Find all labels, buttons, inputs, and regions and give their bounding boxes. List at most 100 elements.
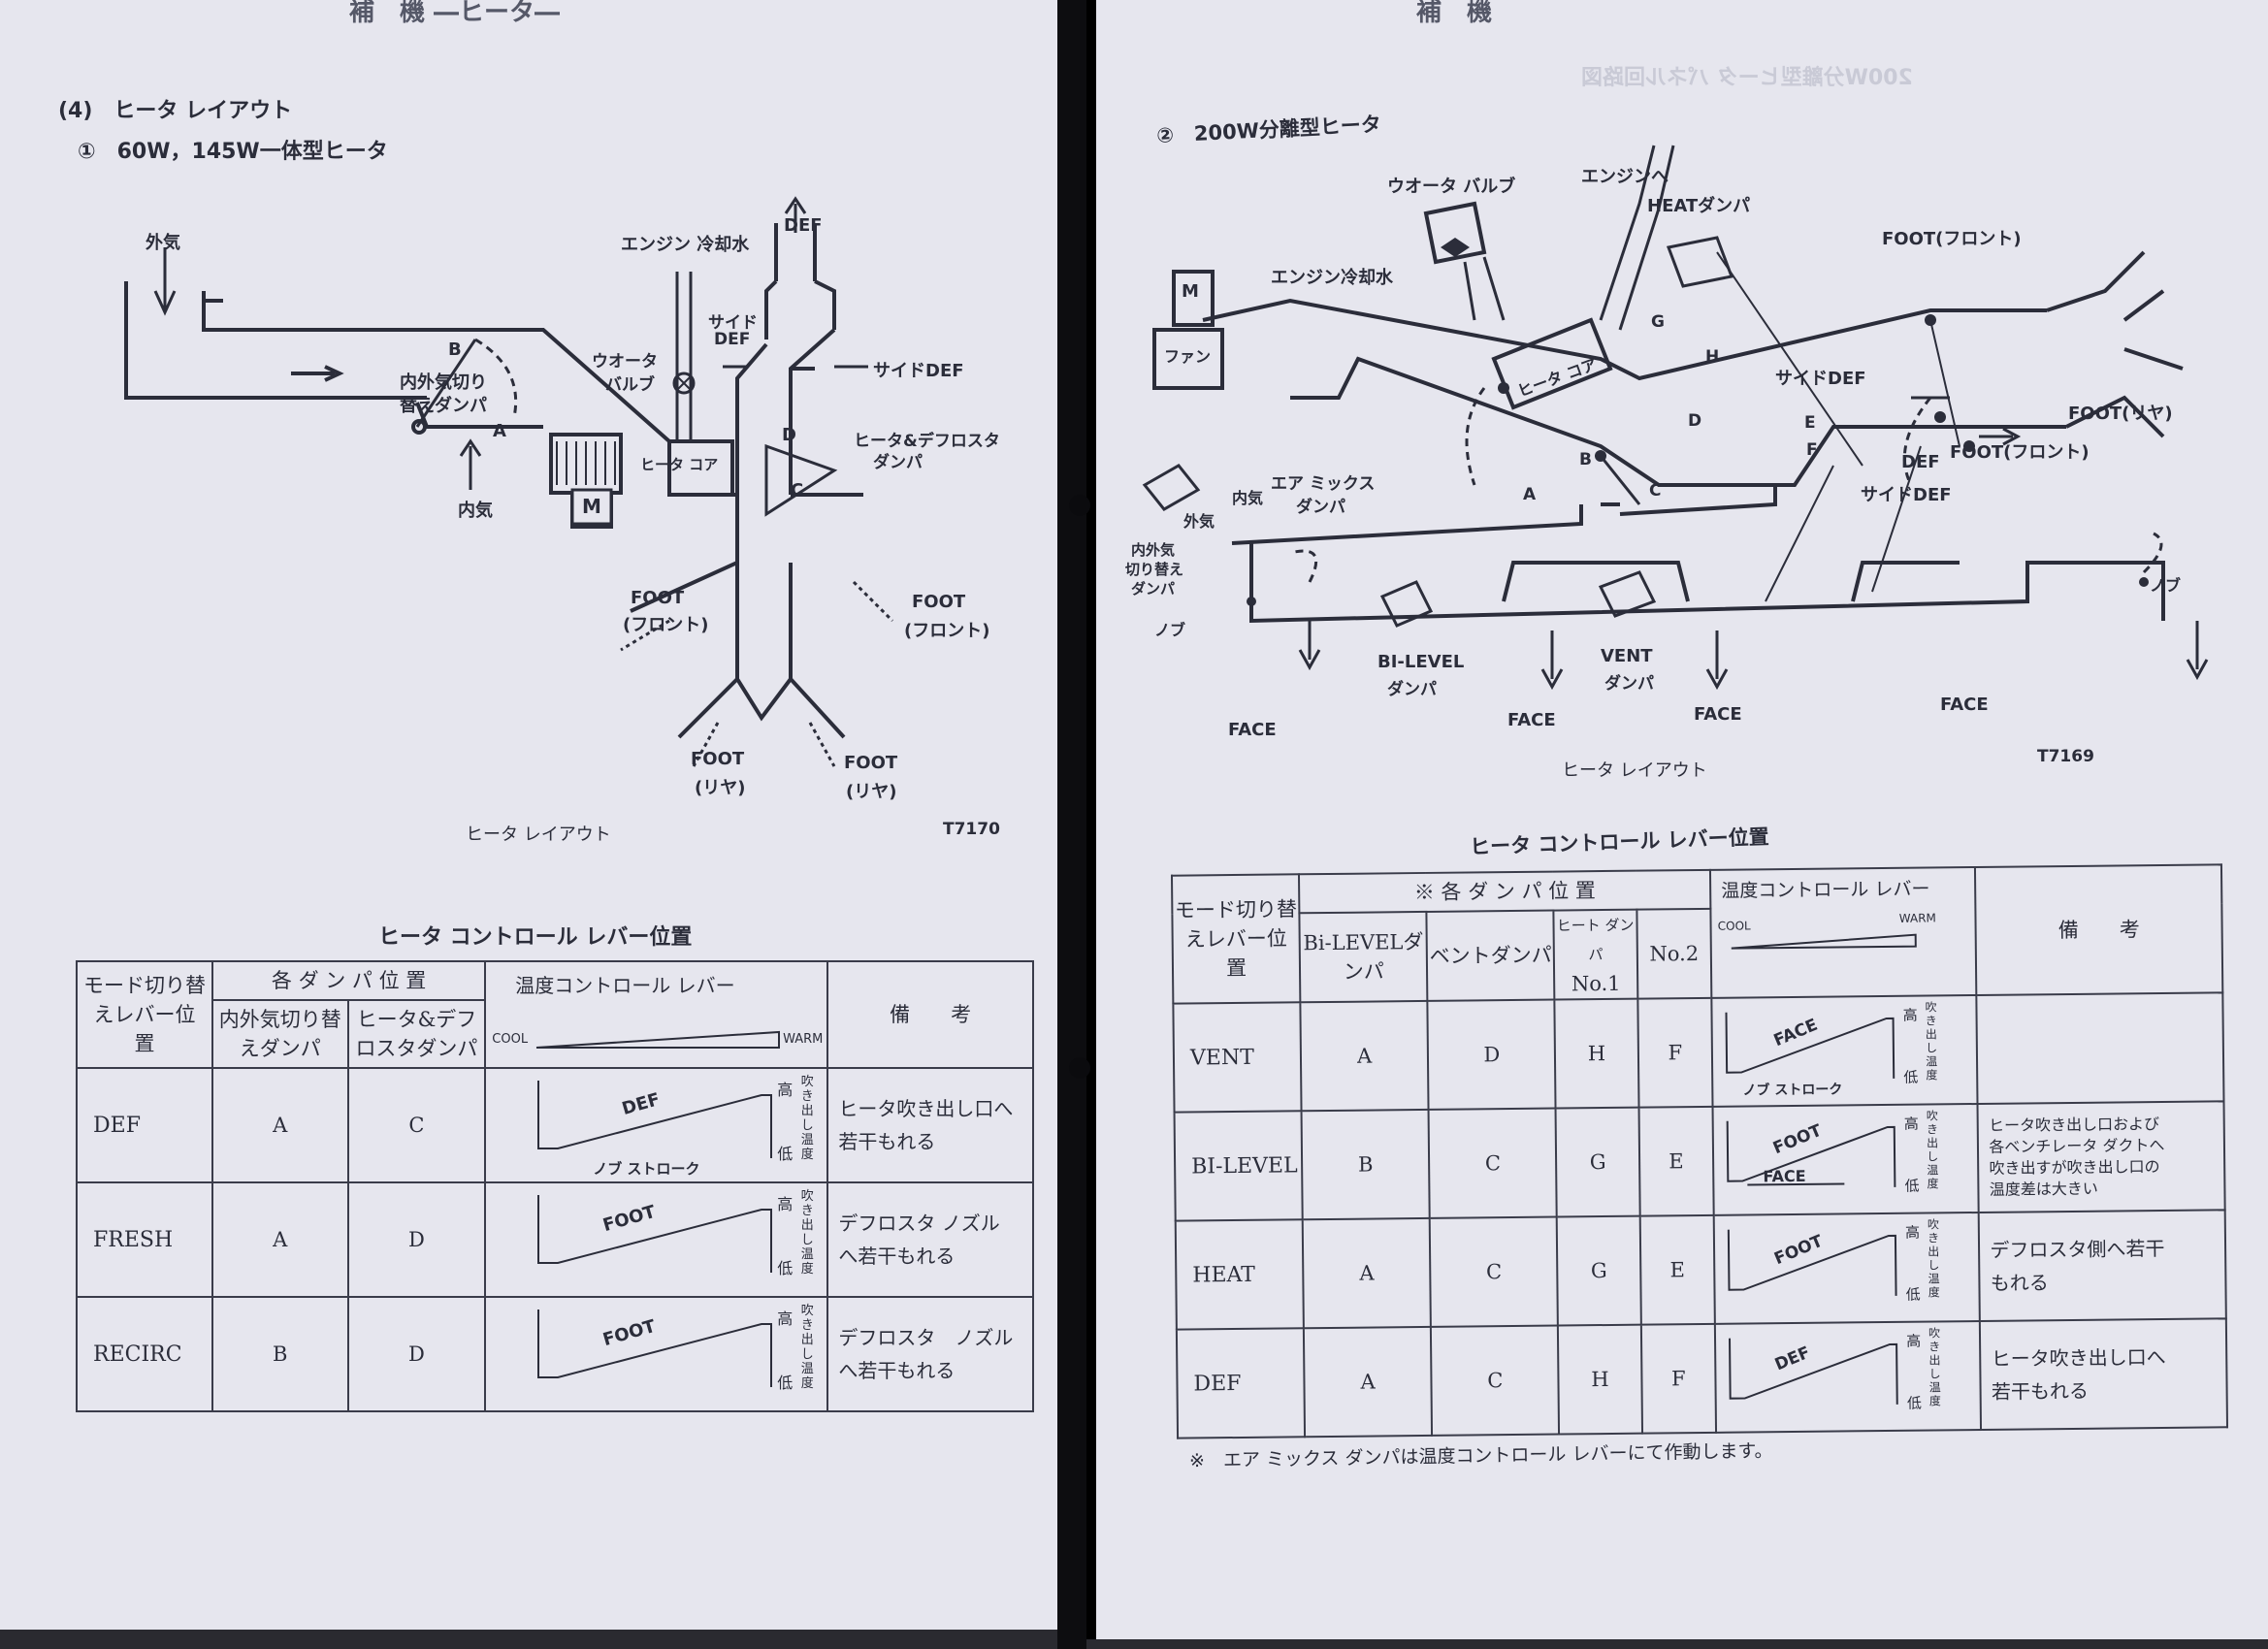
left-row-axis-high: 高 <box>777 1081 794 1099</box>
left-row-axis-label: 吹き出し温度 <box>800 1189 814 1277</box>
label-side-def-right-2: サイドDEF <box>1861 485 1952 505</box>
label-vent-damper-2: ダンパ <box>1604 674 1654 694</box>
label-side-def-1: サイド <box>708 313 758 333</box>
right-diagram-caption: ヒータ レイアウト <box>1562 760 1707 781</box>
label-pt-g-right: G <box>1651 312 1665 332</box>
table-row: DEF A C DEF ノブ ストローク 高 低 吹き出し温度 ヒータ吹き出し口… <box>76 1067 1034 1183</box>
right-row-no2: F <box>1640 1323 1717 1434</box>
right-row-mode: VENT <box>1173 1002 1302 1113</box>
left-row-note: デフロスタ ノズルへ若干もれる <box>826 1296 1034 1412</box>
note-line: 若干もれる <box>1991 1378 2090 1404</box>
right-row-axis-high: 高 <box>1904 1223 1921 1242</box>
label-point-c-left: C <box>791 480 804 501</box>
right-th-remarks: 備 考 <box>1975 864 2223 995</box>
label-motor-left: M <box>582 495 601 518</box>
label-foot-front-right-2: (フロント) <box>904 621 990 641</box>
label-foot-front-right-1: FOOT <box>912 592 966 612</box>
note-line: ヒータ吹き出し口および <box>1989 1115 2160 1135</box>
left-row-axis-low: 低 <box>777 1145 794 1163</box>
label-knob-right: ノブ <box>2150 576 2182 595</box>
left-heater-layout-diagram <box>124 196 894 767</box>
left-row-curve <box>537 1081 773 1158</box>
right-row-curve-cell: FOOT 高 低 吹き出し温度 <box>1713 1212 1981 1324</box>
left-row-stroke-label: ノブ ストローク <box>593 1160 700 1178</box>
note-line: へ若干もれる <box>838 1359 956 1382</box>
label-water-valve-2: バルブ <box>605 375 655 395</box>
right-row-axis-label: 吹き出し温度 <box>1926 1109 1939 1191</box>
label-pt-h-right: H <box>1705 347 1720 367</box>
right-row-note: デフロスタ側へ若干もれる <box>1979 1210 2226 1321</box>
left-diagram-caption: ヒータ レイアウト <box>466 824 611 845</box>
left-row-axis-high: 高 <box>777 1195 794 1213</box>
right-row-no2: E <box>1638 1106 1714 1216</box>
note-line: 吹き出すが吹き出し口の <box>1989 1157 2160 1178</box>
left-th-remarks: 備 考 <box>826 960 1034 1069</box>
note-line: 温度差は大きい <box>1989 1179 2098 1199</box>
label-air-mix-2: ダンパ <box>1296 498 1345 517</box>
right-row-axis-high: 高 <box>1903 1115 1919 1133</box>
label-def-top: DEF <box>784 215 823 236</box>
label-pt-e-right: E <box>1804 413 1816 433</box>
label-bilevel-damper-1: BI-LEVEL <box>1377 652 1465 672</box>
right-row-no2: E <box>1639 1214 1716 1325</box>
left-row-d1: A <box>211 1181 349 1298</box>
right-table-title: ヒータ コントロール レバー位置 <box>1469 824 1769 859</box>
right-row-bl: A <box>1300 1000 1429 1112</box>
label-point-d-left: D <box>782 425 796 445</box>
right-th-damper-group: ※ 各 ダ ン パ 位 置 <box>1299 869 1711 914</box>
label-switch-damper-2: 切り替え <box>1125 561 1184 578</box>
right-row-note: ヒータ吹き出し口および各ベンチレータ ダクトへ吹き出すが吹き出し口の温度差は大き… <box>1977 1101 2225 1212</box>
label-switch-damper-1: 内外気 <box>1131 541 1176 559</box>
table-row: VENT A D H F FACE ノブ ストローク 高 低 吹き出し温度 <box>1173 992 2224 1113</box>
left-page: 補 機 ―ヒータ― (4) ヒータ レイアウト ① 60W，145W一体型ヒータ <box>0 0 1063 1630</box>
left-row-d1: A <box>211 1067 349 1183</box>
label-inside-air: 内気 <box>458 501 493 521</box>
left-table-title: ヒータ コントロール レバー位置 <box>378 925 693 950</box>
right-th-cool: COOL <box>1717 919 1751 933</box>
right-footnote: ※ エア ミックス ダンパは温度コントロール レバーにて作動します。 <box>1188 1439 1773 1472</box>
right-th-vent: ベントダンパ <box>1426 910 1555 1001</box>
label-side-def-right: サイドDEF <box>873 361 964 381</box>
subsection-title-left: ① 60W，145W一体型ヒータ <box>78 140 388 164</box>
note-line: もれる <box>1990 1271 2049 1295</box>
right-row-axis-low: 低 <box>1903 1068 1919 1086</box>
left-th-temp-label: 温度コントロール レバー <box>515 974 735 997</box>
right-row-vent: C <box>1431 1325 1560 1436</box>
label-def-right: DEF <box>1901 452 1940 472</box>
label-foot-front-left-1: FOOT <box>631 588 685 608</box>
right-row-curve <box>1729 1338 1898 1405</box>
left-row-note: デフロスタ ノズルへ若干もれる <box>826 1181 1034 1298</box>
label-foot-rear-left-1: FOOT <box>691 749 745 769</box>
label-outside-air-right: 外気 <box>1183 512 1215 531</box>
left-row-d1: B <box>211 1296 349 1412</box>
label-face-4: FACE <box>1940 695 1989 715</box>
right-th-no1-label: No.1 <box>1571 971 1621 996</box>
right-row-no1: H <box>1558 1324 1642 1435</box>
note-line: デフロスタ ノズル <box>838 1212 1000 1235</box>
right-row-mode: HEAT <box>1175 1219 1305 1330</box>
label-water-valve-right: ウオータ バルブ <box>1387 177 1516 197</box>
right-th-bilevel: Bi-LEVELダンパ <box>1299 911 1428 1003</box>
right-row-vent: C <box>1428 1108 1558 1218</box>
label-heat-damper: HEATダンパ <box>1647 196 1751 216</box>
right-row-bl: B <box>1301 1109 1430 1220</box>
label-heater-defroster-2: ダンパ <box>873 453 923 472</box>
binder-hole-upper <box>1069 495 1090 516</box>
right-th-temp-label: 温度コントロール レバー <box>1721 878 1930 902</box>
left-row-axis-low: 低 <box>777 1374 794 1392</box>
label-foot-rear-right: FOOT(リヤ) <box>2068 404 2173 424</box>
right-row-note: ヒータ吹き出し口へ若干もれる <box>1980 1318 2228 1430</box>
right-row-axis-label: 吹き出し温度 <box>1927 1217 1940 1300</box>
right-row-note <box>1976 992 2224 1104</box>
label-engine-coolant: エンジン 冷却水 <box>621 235 750 255</box>
left-row-axis-low: 低 <box>777 1259 794 1277</box>
note-line: 各ベンチレータ ダクトへ <box>1989 1135 2165 1156</box>
label-knob-left: ノブ <box>1154 621 1186 639</box>
label-bilevel-damper-2: ダンパ <box>1387 680 1437 699</box>
left-lever-position-table: モード切り替えレバー位 置 各 ダ ン パ 位 置 温度コントロール レバー C… <box>76 960 1034 1412</box>
note-line <box>1988 1047 2222 1050</box>
right-row-vent: C <box>1429 1216 1559 1327</box>
left-row-curve <box>537 1195 773 1273</box>
right-th-warm: WARM <box>1898 911 1936 925</box>
note-line: デフロスタ側へ若干 <box>1990 1236 2165 1262</box>
